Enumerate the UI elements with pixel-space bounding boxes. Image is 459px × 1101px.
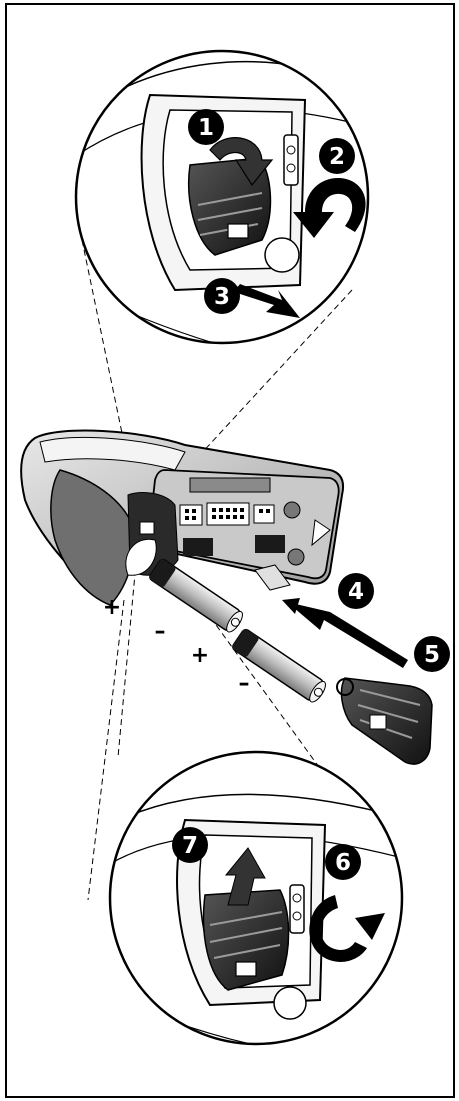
battery-2 xyxy=(232,628,326,703)
battery-1 xyxy=(149,558,243,633)
step-number: 7 xyxy=(182,833,198,859)
top-magnifier xyxy=(74,49,370,345)
polarity-mark: + xyxy=(191,643,209,668)
step-number: 5 xyxy=(424,642,440,668)
step-number: 1 xyxy=(198,115,214,141)
batteries xyxy=(125,538,326,703)
rotate-arrowhead-icon xyxy=(355,913,385,940)
step-badge-7: 7 xyxy=(172,827,208,863)
step-badge-1: 1 xyxy=(188,109,224,145)
step-number: 3 xyxy=(214,284,230,310)
instrument-device xyxy=(20,429,345,607)
battery-cover xyxy=(336,677,433,765)
polarity-mark: – xyxy=(239,671,250,696)
rotate-arrow-icon xyxy=(309,895,367,962)
rotate-arrow-icon xyxy=(293,177,366,238)
step-badge-6: 6 xyxy=(325,844,361,880)
step-badges: 1 2 3 4 5 6 7 xyxy=(172,109,450,880)
step-badge-4: 4 xyxy=(338,573,374,609)
insert-arrow-icon xyxy=(287,602,408,668)
polarity-marks: + – + – xyxy=(103,595,250,696)
step-number: 4 xyxy=(348,579,364,605)
step-number: 2 xyxy=(329,144,345,170)
step-badge-5: 5 xyxy=(414,636,450,672)
step-badge-3: 3 xyxy=(204,278,240,314)
bottom-magnifier xyxy=(108,750,404,1046)
step-number: 6 xyxy=(335,850,351,876)
pull-arrow-icon xyxy=(234,284,300,318)
step-badge-2: 2 xyxy=(319,138,355,174)
polarity-mark: + xyxy=(103,595,121,620)
insert-arrowhead-icon xyxy=(282,598,300,614)
polarity-mark: – xyxy=(155,619,166,644)
